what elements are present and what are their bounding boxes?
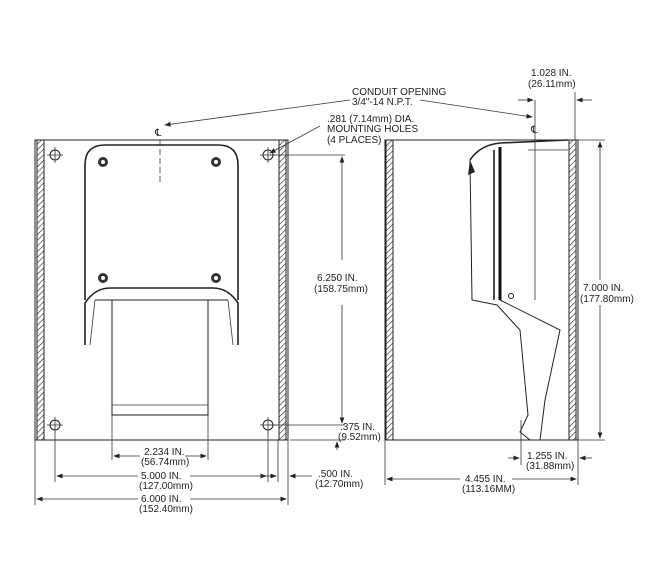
mounting-hole-icons	[47, 147, 276, 433]
conduit-callout: CONDUIT OPENING 3/4"-14 N.P.T.	[164, 87, 533, 127]
dim-1255-mm: (31.88mm)	[526, 461, 574, 472]
dimension-1028: 1.028 IN. (26.11mm)	[518, 68, 592, 140]
front-wall-hatch	[568, 139, 577, 441]
centerline-symbol: ℄	[154, 128, 162, 139]
holes-label-line1: .281 (7.14mm) DIA.	[327, 114, 414, 125]
dim-4455-in: 4.455 IN.	[465, 474, 506, 485]
conduit-label-line1: CONDUIT OPENING	[352, 87, 446, 98]
holes-label-line3: (4 PLACES)	[327, 135, 381, 146]
dim-0500-in: .500 IN.	[318, 469, 353, 480]
side-centerline-symbol: ℄	[530, 125, 538, 136]
holes-label-line2: MOUNTING HOLES	[327, 124, 418, 135]
device-outlet-profile	[499, 299, 561, 441]
dimension-4455: 4.455 IN. (113.16MM)	[384, 440, 577, 495]
hood-outline	[84, 287, 239, 345]
side-view: ℄	[384, 108, 579, 441]
front-enclosure-outline	[34, 139, 289, 441]
device-body-profile	[469, 159, 531, 441]
dim-5000-in: 5.000 IN.	[141, 471, 182, 482]
screw-icons	[98, 157, 221, 283]
dim-0375-mm: (9.52mm)	[338, 432, 381, 443]
back-wall-hatch	[385, 139, 394, 441]
dimension-0375: .375 IN. (9.52mm)	[270, 422, 381, 450]
dim-0500-mm: (12.70mm)	[315, 479, 363, 490]
dimension-0500: .500 IN. (12.70mm)	[262, 440, 363, 490]
device-top-profile	[469, 139, 569, 161]
dimension-5000: 5.000 IN. (127.00mm)	[54, 432, 269, 492]
mounting-hole-icon	[47, 147, 63, 163]
dim-6000-in: 6.000 IN.	[141, 494, 182, 505]
backplate-outline	[84, 144, 239, 300]
dim-7000-mm: (177.80mm)	[580, 294, 634, 305]
dimension-2234: 2.234 IN. (56.74mm)	[111, 415, 209, 468]
dimension-6000: 6.000 IN. (152.40mm)	[34, 440, 289, 515]
dim-7000-in: 7.000 IN.	[583, 283, 624, 294]
right-wall-hatch	[278, 139, 287, 441]
dim-1028-in: 1.028 IN.	[531, 68, 572, 79]
dimension-7000: 7.000 IN. (177.80mm)	[578, 139, 634, 441]
dim-6250-in: 6.250 IN.	[317, 273, 358, 284]
dim-6250-mm: (158.75mm)	[314, 284, 368, 295]
mounting-hole-icon	[47, 417, 63, 433]
dim-5000-mm: (127.00mm)	[139, 481, 193, 492]
dim-2234-mm: (56.74mm)	[141, 457, 189, 468]
outlet-chute	[111, 299, 209, 416]
left-wall-hatch	[36, 139, 45, 441]
dim-0375-in: .375 IN.	[340, 422, 375, 433]
dimension-6250: 6.250 IN. (158.75mm)	[270, 154, 368, 424]
front-view: ℄	[34, 128, 289, 441]
dim-6000-mm: (152.40mm)	[139, 504, 193, 515]
dim-1028-mm: (26.11mm)	[528, 79, 576, 90]
conduit-label-line2: 3/4"-14 N.P.T.	[352, 97, 413, 108]
dim-4455-mm: (113.16MM)	[462, 484, 515, 495]
dimension-1255: 1.255 IN. (31.88mm)	[508, 420, 592, 485]
dim-1255-in: 1.255 IN.	[527, 451, 568, 462]
mounting-holes-callout: .281 (7.14mm) DIA. MOUNTING HOLES (4 PLA…	[269, 114, 418, 154]
side-enclosure-outline	[384, 139, 579, 441]
dim-2234-in: 2.234 IN.	[144, 447, 185, 458]
